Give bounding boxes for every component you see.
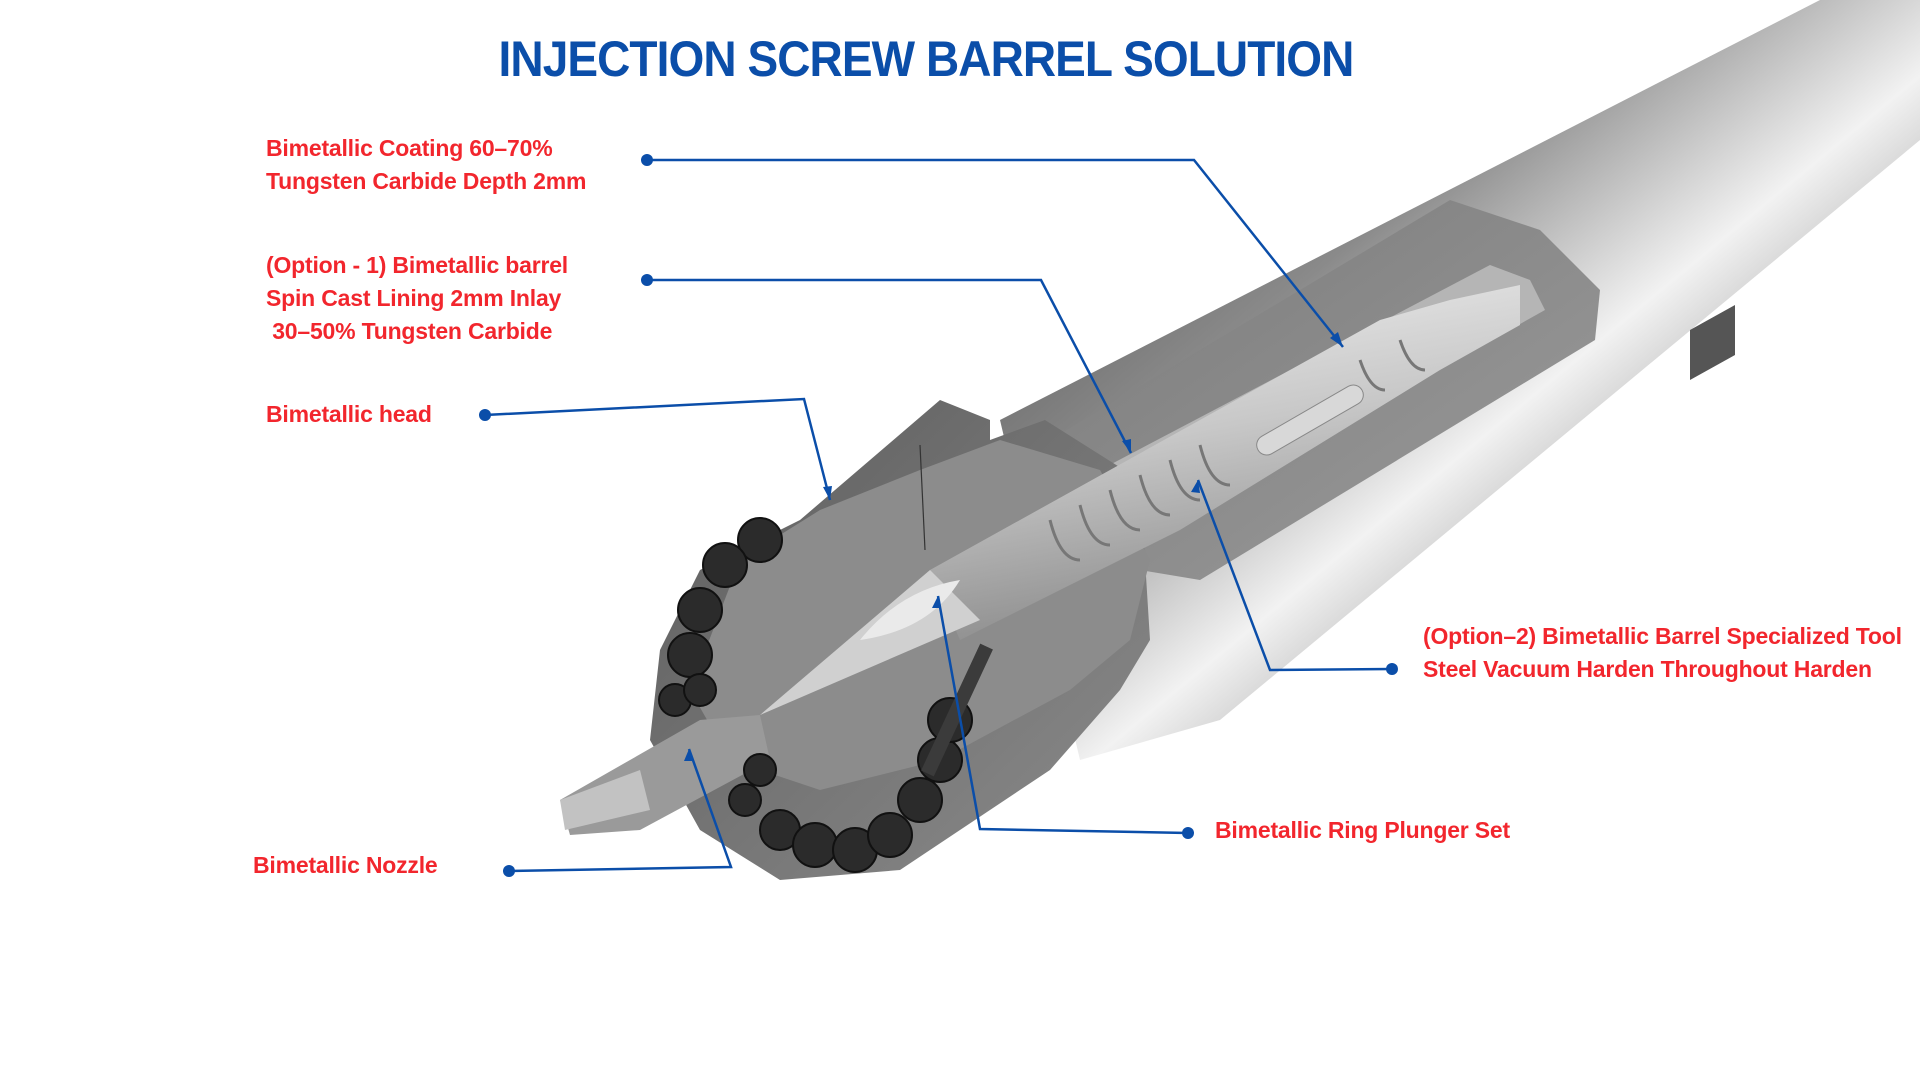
callout-ring-line-1: Bimetallic Ring Plunger Set	[1215, 817, 1510, 843]
leader-dots	[479, 154, 1398, 877]
callout-coating: Bimetallic Coating 60–70% Tungsten Carbid…	[266, 132, 586, 198]
callout-option1-line-3: 30–50% Tungsten Carbide	[266, 318, 553, 344]
leader-coating	[647, 158, 1344, 348]
callout-coating-line-1: Bimetallic Coating 60–70%	[266, 135, 553, 161]
page-title: INJECTION SCREW BARREL SOLUTION	[498, 31, 1355, 87]
callout-ring-plunger: Bimetallic Ring Plunger Set	[1215, 814, 1510, 847]
leader-arrowheads	[684, 332, 1343, 761]
callout-option1-line-2: Spin Cast Lining 2mm Inlay	[266, 285, 562, 311]
leader-option1	[647, 278, 1133, 454]
callout-nozzle-line-1: Bimetallic Nozzle	[253, 852, 438, 878]
callout-coating-line-2: Tungsten Carbide Depth 2mm	[266, 168, 587, 194]
callout-option2-line-1: (Option–2) Bimetallic Barrel Specialized…	[1423, 623, 1902, 649]
nozzle	[560, 715, 770, 835]
screw	[760, 285, 1520, 715]
callout-head-line-1: Bimetallic head	[266, 401, 432, 427]
leader-nozzle	[508, 748, 733, 873]
leader-head	[484, 397, 832, 501]
callout-head: Bimetallic head	[266, 398, 432, 431]
leader-option2	[1196, 479, 1393, 672]
callout-nozzle: Bimetallic Nozzle	[253, 849, 438, 882]
leader-lines	[484, 158, 1393, 873]
leader-ring	[936, 595, 1189, 835]
callout-option2-line-2: Steel Vacuum Harden Throughout Harden	[1423, 656, 1872, 682]
callout-option2: (Option–2) Bimetallic Barrel Specialized…	[1423, 620, 1902, 686]
callout-option1-line-1: (Option - 1) Bimetallic barrel	[266, 252, 568, 278]
bolts	[658, 517, 973, 873]
